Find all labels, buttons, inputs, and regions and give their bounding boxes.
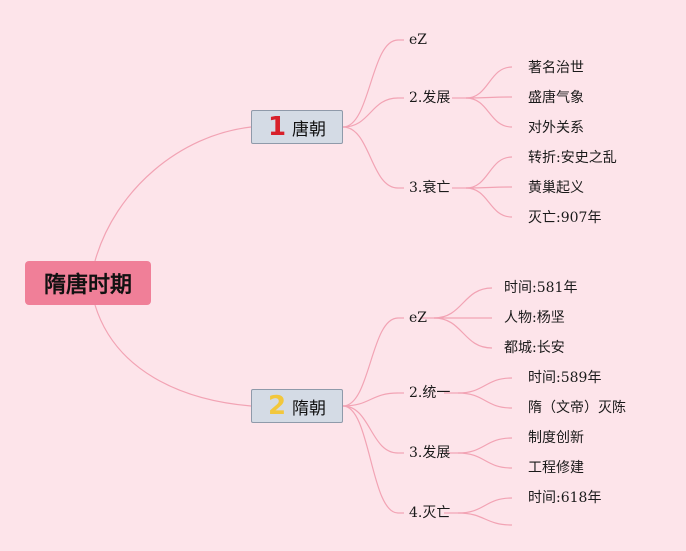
root-label: 隋唐时期 [43, 273, 132, 298]
connector-sui-leaf [433, 287, 493, 319]
tang-leaf[interactable]: 转折:安史之乱 [528, 150, 617, 166]
connector-sui-topic [342, 405, 399, 514]
number-badge-2: 2 [267, 391, 287, 421]
sui-leaf[interactable]: 时间:618年 [528, 490, 602, 506]
sui-leaf[interactable]: 都城:长安 [504, 340, 565, 356]
connector-sui-topic [342, 317, 399, 407]
tang-topic-2[interactable]: 2.发展 [409, 90, 451, 106]
branch-label-sui: 隋朝 [292, 398, 327, 419]
root-node[interactable]: 隋唐时期 [25, 261, 151, 305]
tang-topic-1[interactable]: eZ [409, 32, 428, 48]
connector-sui-leaf [457, 392, 513, 409]
connector-root-sui [94, 304, 252, 407]
connector-tang-leaf [465, 66, 513, 99]
connector-sui-leaf [457, 452, 513, 469]
sui-leaf[interactable]: 隋（文帝）灭陈 [528, 400, 626, 416]
tang-leaf[interactable]: 对外关系 [528, 120, 584, 136]
tang-leaf[interactable]: 灭亡:907年 [528, 210, 602, 226]
connector-root-tang [94, 126, 252, 262]
connector-sui-leaf [457, 497, 513, 514]
number-badge-1: 1 [267, 112, 287, 142]
connector-sui-leaf [457, 437, 513, 454]
sui-topic-2[interactable]: 2.统一 [409, 385, 451, 401]
connector-sui-leaf [457, 512, 513, 526]
branch-node-tang[interactable]: 1 唐朝 [251, 110, 343, 144]
connector-sui-topic [342, 405, 399, 454]
sui-leaf[interactable]: 时间:589年 [528, 370, 602, 386]
sui-leaf[interactable]: 人物:杨坚 [504, 310, 565, 326]
connector-tang-leaf [465, 156, 513, 189]
sui-topic-4[interactable]: 4.灭亡 [409, 505, 451, 521]
tang-leaf[interactable]: 著名治世 [528, 60, 584, 76]
connector-sui-leaf [457, 377, 513, 394]
sui-topic-1[interactable]: eZ [409, 310, 428, 326]
sui-topic-3[interactable]: 3.发展 [409, 445, 451, 461]
tang-leaf[interactable]: 盛唐气象 [528, 90, 584, 106]
connector-tang-topic [342, 97, 399, 128]
connector-tang-topic [342, 126, 399, 189]
branch-label-tang: 唐朝 [292, 119, 327, 140]
branch-node-sui[interactable]: 2 隋朝 [251, 389, 343, 423]
sui-leaf[interactable]: 时间:581年 [504, 280, 578, 296]
connector-tang-leaf [465, 97, 513, 128]
connector-tang-leaf [465, 187, 513, 218]
sui-leaf[interactable]: 制度创新 [528, 430, 584, 446]
tang-topic-3[interactable]: 3.衰亡 [409, 180, 451, 196]
connector-tang-topic [342, 39, 399, 128]
sui-leaf[interactable]: 工程修建 [528, 460, 584, 476]
connector-sui-topic [342, 392, 399, 407]
connector-sui-leaf [433, 317, 493, 349]
tang-leaf[interactable]: 黄巢起义 [528, 180, 584, 196]
